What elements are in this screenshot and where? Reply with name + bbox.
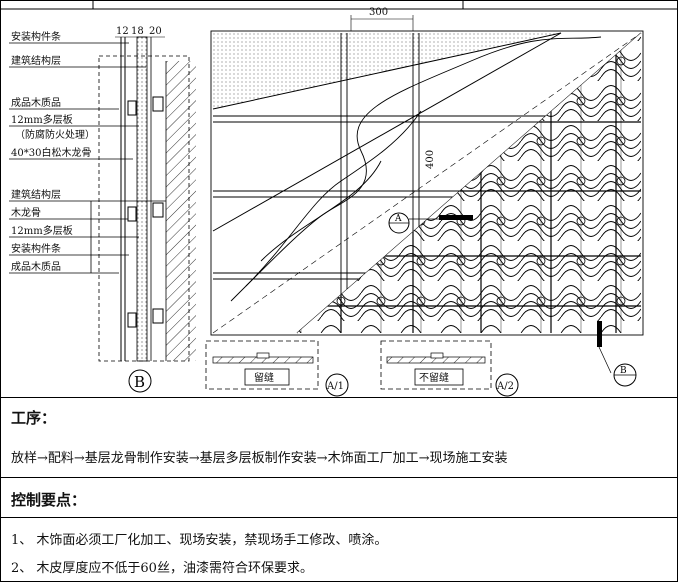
control-title: 控制要点：: [11, 491, 87, 509]
label-plywood: 12mm多层板: [11, 113, 73, 126]
detail-a2-label: 不留缝: [419, 371, 449, 384]
control-item-1: 1、 木饰面必须工厂化加工、现场安装，禁现场手工修改、喷涂。: [11, 533, 388, 548]
elevation-view: 300: [210, 7, 644, 387]
section-diagram: 安装构件条 建筑结构层 成品木质品 12mm多层板 （防腐防火处理） 40*30…: [1, 1, 677, 397]
label-structure-layer: 建筑结构层: [11, 54, 61, 67]
labels-bottom: 建筑结构层 木龙骨 12mm多层板 安装构件条 成品木质品: [11, 188, 73, 273]
label-install-strip-2: 安装构件条: [11, 242, 61, 255]
label-structure-layer-2: 建筑结构层: [11, 188, 61, 201]
callout-b: B: [134, 373, 145, 391]
label-plywood-2: 12mm多层板: [11, 224, 73, 237]
control-item-2: 2、 木皮厚度应不低于60丝，油漆需符合环保要求。: [11, 561, 313, 576]
label-fire-treatment: （防腐防火处理）: [15, 128, 95, 141]
label-pine-keel: 40*30白松木龙骨: [11, 146, 91, 159]
detail-a1-tag: A/1: [326, 381, 344, 392]
dim-400: 400: [425, 150, 436, 169]
divider: [1, 517, 677, 518]
label-wood-keel: 木龙骨: [11, 206, 41, 219]
label-finished-wood-2: 成品木质品: [11, 261, 61, 273]
section-b-wall: 12 18 20 B: [98, 26, 196, 393]
process-text: 放样→配料→基层龙骨制作安装→基层多层板制作安装→木饰面工厂加工→现场施工安装: [11, 451, 508, 466]
detail-a1-label: 留缝: [254, 371, 274, 384]
dim-18: 18: [131, 26, 144, 37]
dim-20: 20: [149, 26, 162, 37]
callout-a: A: [394, 214, 402, 224]
divider: [1, 477, 677, 478]
label-install-strip: 安装构件条: [11, 30, 61, 43]
dim-12: 12: [116, 26, 129, 37]
construction-drawing: 安装构件条 建筑结构层 成品木质品 12mm多层板 （防腐防火处理） 40*30…: [1, 1, 677, 398]
detail-a1: 留缝 A/1: [205, 340, 349, 397]
callout-b2: B: [620, 366, 627, 376]
leader-lines: [9, 42, 166, 274]
dim-300: 300: [369, 7, 388, 18]
process-title: 工序：: [11, 409, 57, 427]
label-finished-wood: 成品木质品: [11, 97, 61, 109]
detail-a2: 不留缝 A/2: [380, 340, 519, 397]
labels-top: 安装构件条 建筑结构层 成品木质品 12mm多层板 （防腐防火处理） 40*30…: [11, 30, 95, 159]
detail-a2-tag: A/2: [496, 381, 514, 392]
